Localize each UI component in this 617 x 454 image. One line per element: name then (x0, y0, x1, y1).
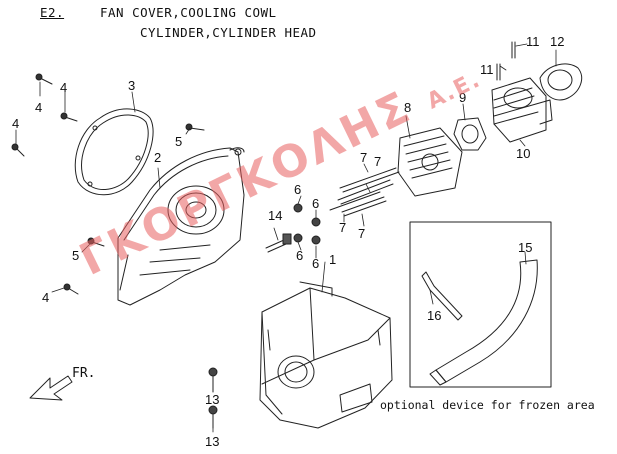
callout-stud-a: 7 (360, 150, 368, 165)
callout-screw-b: 4 (60, 80, 68, 95)
callout-cylinder: 10 (516, 146, 531, 161)
callout-spark-bolt: 14 (268, 208, 283, 223)
callout-bolt-a: 13 (205, 392, 220, 407)
callout-cover-plate: 3 (128, 78, 136, 93)
callout-nut-d: 6 (312, 256, 320, 271)
stud-set (329, 167, 400, 217)
callout-screw-c: 4 (12, 116, 20, 131)
leader-lines (15, 43, 557, 433)
optional-device-caption: optional device for frozen area (380, 398, 595, 412)
callout-nut-a: 6 (294, 182, 302, 197)
pin-set (496, 41, 516, 81)
callout-pin-a: 11 (526, 34, 540, 49)
cylinder-shape (491, 77, 553, 143)
cover-plate-shape (74, 108, 154, 196)
callout-cylinder-head: 8 (404, 100, 412, 115)
callout-nut-b: 6 (312, 196, 320, 211)
callout-stud-c: 7 (339, 220, 347, 235)
callout-nut-c: 6 (296, 248, 304, 263)
cylinder-head-shape (397, 127, 463, 197)
air-duct-shape (429, 259, 538, 386)
title-line-2: CYLINDER,CYLINDER HEAD (140, 25, 317, 40)
screw-set (11, 73, 205, 295)
callout-clip: 16 (427, 308, 442, 323)
callout-fan-cover: 1 (329, 252, 337, 267)
clip-shape (421, 271, 463, 321)
callout-screw-a: 4 (35, 100, 43, 115)
callout-screw-e: 5 (175, 134, 183, 149)
front-direction-arrow (29, 375, 73, 401)
callout-screw-f: 5 (72, 248, 80, 263)
callout-cooling-cowl: 2 (154, 150, 162, 165)
callout-stud-d: 7 (358, 226, 366, 241)
callout-bolt-b: 13 (205, 434, 220, 449)
cylinder-gasket-shape (539, 63, 583, 101)
title-line-1: FAN COVER,COOLING COWL (100, 5, 277, 20)
callout-air-duct: 15 (518, 240, 533, 255)
fan-cover-shape (259, 281, 393, 429)
front-direction-label: FR. (72, 366, 96, 381)
gasket-shape (453, 117, 487, 151)
callout-stud-b: 7 (374, 154, 382, 169)
callout-pin-b: 11 (480, 62, 494, 77)
optional-device-box (409, 221, 552, 388)
callout-gasket: 9 (459, 90, 467, 105)
callout-screw-d: 4 (42, 290, 50, 305)
callout-cylinder-gasket: 12 (550, 34, 565, 49)
section-code: E2. (40, 5, 65, 20)
cooling-cowl-shape (117, 147, 245, 306)
